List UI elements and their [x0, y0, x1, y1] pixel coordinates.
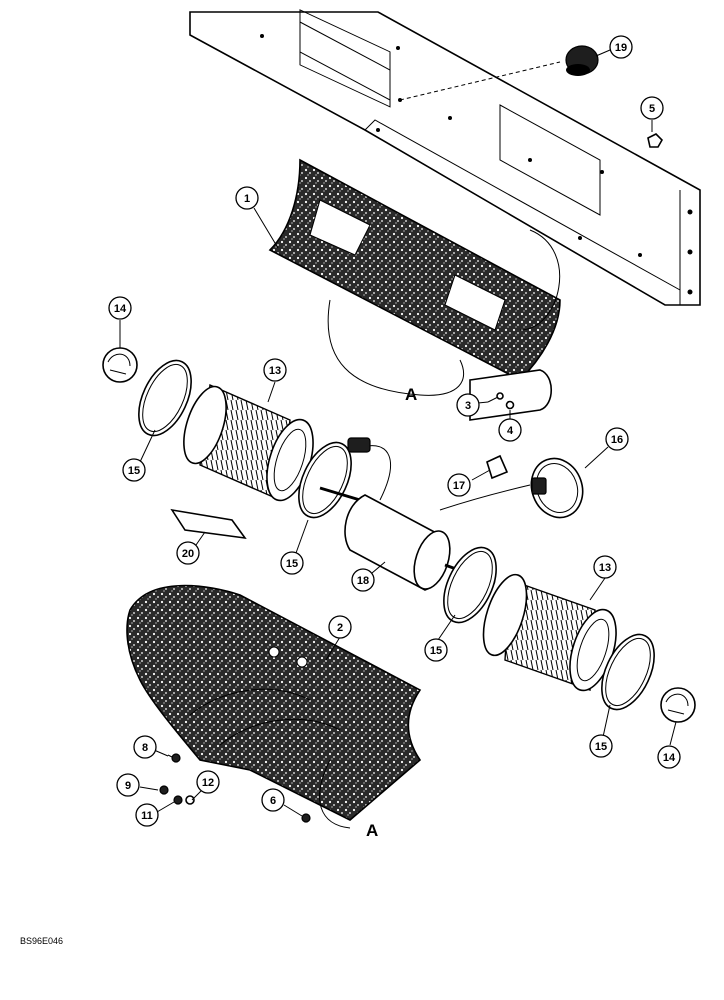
roof-frame-panel	[189, 9, 701, 306]
clip-14-right	[660, 687, 696, 723]
callout-16: 16	[605, 427, 629, 451]
svg-text:14: 14	[663, 752, 676, 764]
callout-15-left: 15	[122, 458, 146, 482]
filter-pad-20	[170, 508, 247, 540]
bracket-17	[486, 454, 509, 480]
grommet-19	[565, 45, 599, 76]
nut-5	[647, 133, 663, 148]
seal-ring-15-right	[601, 633, 655, 711]
reference-letter-a-bottom: A	[366, 821, 378, 840]
svg-text:16: 16	[611, 434, 623, 446]
svg-text:12: 12	[202, 777, 214, 789]
screw-6	[301, 813, 311, 823]
callout-15-mid: 15	[280, 551, 304, 575]
callout-18: 18	[351, 568, 375, 592]
svg-text:6: 6	[270, 795, 276, 807]
washer-12	[185, 795, 195, 805]
svg-text:14: 14	[114, 303, 127, 315]
callout-15-right: 15	[589, 734, 613, 758]
svg-text:5: 5	[649, 103, 655, 115]
svg-text:15: 15	[595, 741, 607, 753]
svg-text:20: 20	[182, 548, 194, 560]
blower-wheel-13-right	[482, 573, 617, 692]
svg-text:2: 2	[337, 622, 343, 634]
callout-2: 2	[328, 615, 352, 639]
hose-clamp-16	[530, 457, 584, 519]
svg-text:9: 9	[125, 780, 131, 792]
callout-20: 20	[176, 541, 200, 565]
wire-lead	[439, 484, 531, 511]
lower-blower-housing	[126, 584, 422, 821]
svg-text:18: 18	[357, 575, 369, 587]
washer-4	[505, 400, 515, 410]
leader-lines	[119, 49, 677, 817]
callout-9: 9	[116, 773, 140, 797]
svg-text:13: 13	[269, 365, 281, 377]
clip-14-left	[102, 347, 138, 383]
seal-ring-15-mid	[298, 441, 352, 519]
callout-4: 4	[498, 418, 522, 442]
callout-12: 12	[196, 770, 220, 794]
svg-text:19: 19	[615, 42, 627, 54]
reference-letter-a-top: A	[405, 385, 417, 404]
nut-11	[173, 795, 183, 805]
svg-text:15: 15	[128, 465, 140, 477]
seal-ring-15-left	[138, 359, 192, 437]
screw-9	[159, 785, 169, 795]
callout-8: 8	[133, 735, 157, 759]
callout-1: 1	[235, 186, 259, 210]
svg-text:15: 15	[286, 558, 298, 570]
callout-13-right: 13	[593, 555, 617, 579]
callout-17: 17	[447, 473, 471, 497]
callout-14-left: 14	[108, 296, 132, 320]
callout-14-right: 14	[657, 745, 681, 769]
svg-text:15: 15	[430, 645, 442, 657]
wire-loop-a-upper	[327, 299, 465, 396]
svg-text:1: 1	[244, 193, 250, 205]
callout-6: 6	[261, 788, 285, 812]
upper-blower-housing	[268, 158, 561, 381]
callout-5: 5	[640, 96, 664, 120]
callout-11: 11	[135, 803, 159, 827]
callout-13-left: 13	[263, 358, 287, 382]
wire-loop-a-lower	[319, 759, 351, 829]
callout-15-right-mid: 15	[424, 638, 448, 662]
svg-text:17: 17	[453, 480, 465, 492]
svg-text:11: 11	[141, 810, 153, 822]
svg-text:8: 8	[142, 742, 148, 754]
duct-tube	[469, 369, 553, 421]
svg-text:4: 4	[507, 425, 514, 437]
figure-code: BS96E046	[20, 936, 63, 946]
screw-8	[167, 753, 181, 763]
callout-3: 3	[456, 393, 480, 417]
seal-ring-15-right-mid	[443, 546, 497, 624]
screw-3	[487, 392, 504, 403]
callouts: 1 2 3 4 5 6 8 9 11 12 13 13 14 14 15 15 …	[108, 35, 681, 827]
svg-text:3: 3	[465, 400, 471, 412]
svg-text:13: 13	[599, 562, 611, 574]
callout-19: 19	[609, 35, 633, 59]
